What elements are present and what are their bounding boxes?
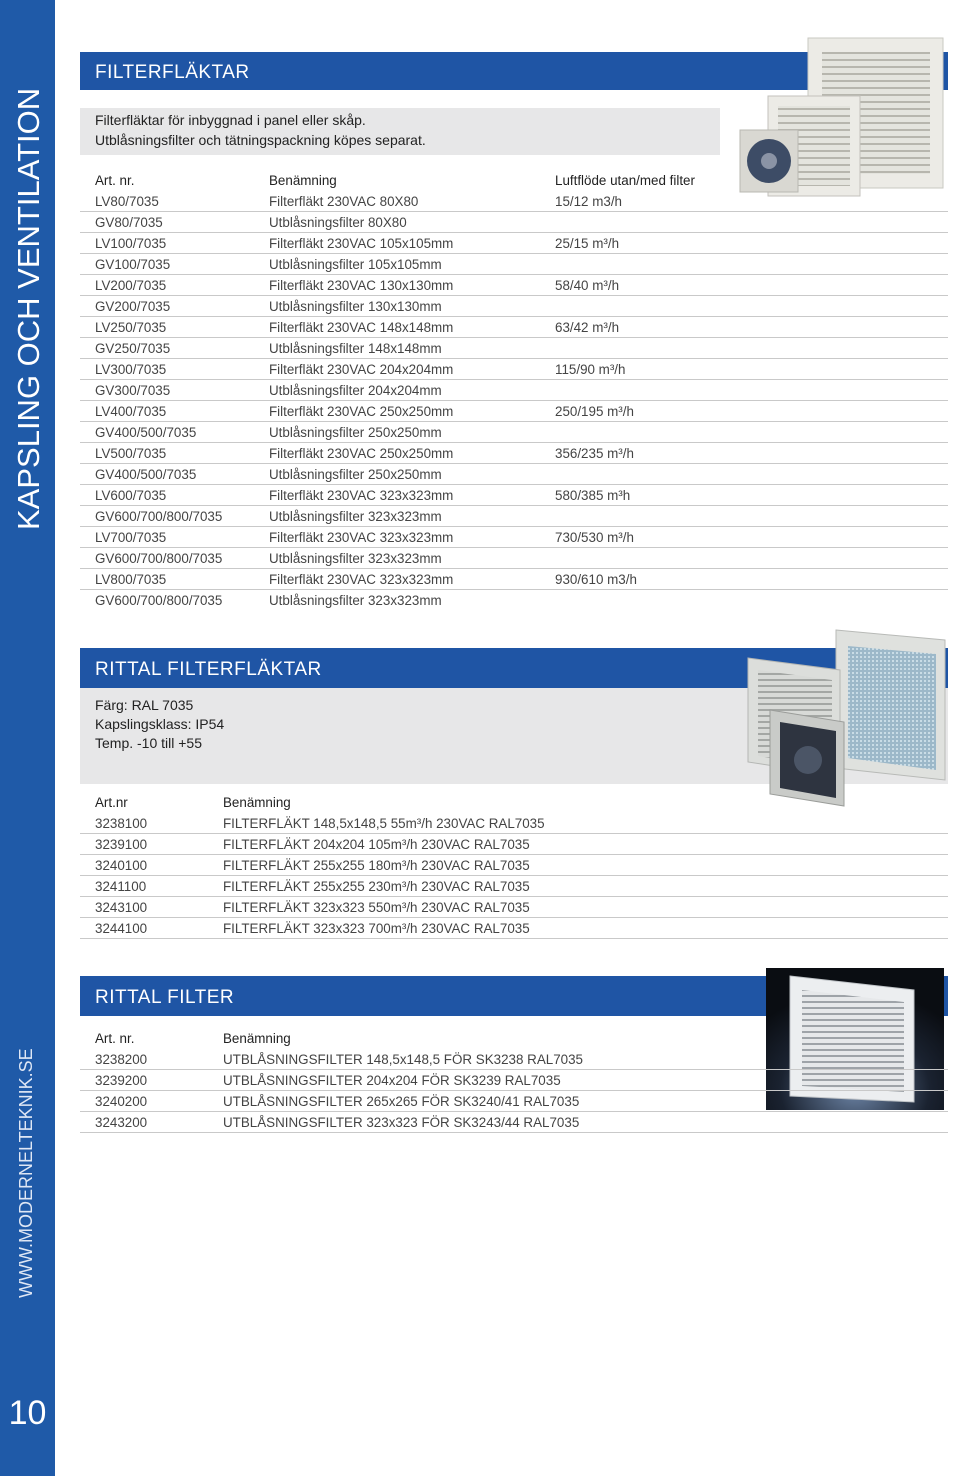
rittal-filter-fan-photo [747,629,946,807]
filter-fan-photo [739,37,944,197]
column-header-art-nr: Art. nr. [95,173,135,188]
table-header: Art.nr Benämning [80,792,948,813]
column-header-art-nr: Art.nr [95,795,128,810]
section-1-description-1: Filterfläktar för inbyggnad i panel elle… [95,112,366,128]
table-header: Art. nr. Benämning Luftflöde utan/med fi… [80,170,948,191]
page-number: 10 [8,1394,47,1432]
rittal-outlet-filter-photo [766,968,944,1110]
column-header-benamning: Benämning [269,173,337,188]
temperature-info: Temp. -10 till +55 [95,735,202,751]
sidebar-title: KAPSLING OCH VENTILATION [10,87,46,530]
table-header: Art. nr. Benämning [80,1028,948,1049]
color-info: Färg: RAL 7035 [95,697,194,713]
section-1-description-box: Filterfläktar för inbyggnad i panel elle… [80,108,720,155]
section-1-banner: FILTERFLÄKTAR [80,52,948,90]
sidebar-url: WWW.MODERNELTEKNIK.SE [15,1048,36,1298]
filterflaktar-table: Art. nr. Benämning Luftflöde utan/med fi… [80,170,948,611]
column-header-art-nr: Art. nr. [95,1031,135,1046]
section-1-heading: FILTERFLÄKTAR [95,62,250,83]
section-3-heading: RITTAL FILTER [95,987,235,1008]
column-header-benamning: Benämning [223,1031,291,1046]
column-header-benamning: Benämning [223,795,291,810]
section-1-description-2: Utblåsningsfilter och tätningspackning k… [95,132,426,148]
section-2-heading: RITTAL FILTERFLÄKTAR [95,659,322,680]
column-header-luftflode: Luftflöde utan/med filter [555,173,695,188]
protection-class-info: Kapslingsklass: IP54 [95,716,225,732]
sidebar: KAPSLING OCH VENTILATION WWW.MODERNELTEK… [0,0,55,1476]
